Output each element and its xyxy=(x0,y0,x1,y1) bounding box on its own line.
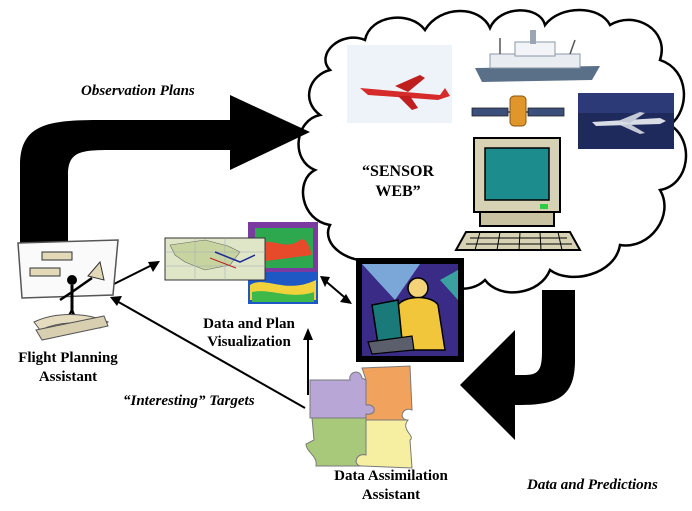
sensor-web-label-line2: WEB” xyxy=(375,183,420,200)
satellite-icon xyxy=(471,95,565,127)
sensor-web-label-line1: “SENSOR xyxy=(362,163,434,180)
data-and-predictions-label: Data and Predictions xyxy=(526,477,658,493)
research-ship-icon xyxy=(475,30,600,82)
person-at-laptop-icon xyxy=(356,258,464,362)
data-predictions-arrow xyxy=(460,290,575,440)
interesting-targets-label: “Interesting” Targets xyxy=(123,393,255,409)
puzzle-pieces-icon xyxy=(305,365,413,469)
jet-airliner-icon xyxy=(578,93,674,149)
data-assimilation-label-line2: Assistant xyxy=(362,487,420,503)
map-visualization-icon xyxy=(164,222,318,304)
arrowheads xyxy=(110,261,352,340)
flight-planning-label-line2: Assistant xyxy=(39,369,97,385)
red-airplane-icon xyxy=(347,45,452,123)
flight-planning-label-line1: Flight Planning xyxy=(18,350,118,366)
data-plan-visualization-label-line2: Visualization xyxy=(207,334,291,350)
diagram-labels: Observation Plans “SENSOR WEB” Data and … xyxy=(18,83,658,503)
observation-plans-label: Observation Plans xyxy=(81,83,195,99)
desktop-computer-icon xyxy=(454,137,582,251)
data-assimilation-label-line1: Data Assimilation xyxy=(334,468,448,484)
data-plan-visualization-label-line1: Data and Plan xyxy=(203,316,295,332)
observation-plans-arrow xyxy=(20,95,310,245)
stick-figure-whiteboard-icon xyxy=(17,239,119,341)
